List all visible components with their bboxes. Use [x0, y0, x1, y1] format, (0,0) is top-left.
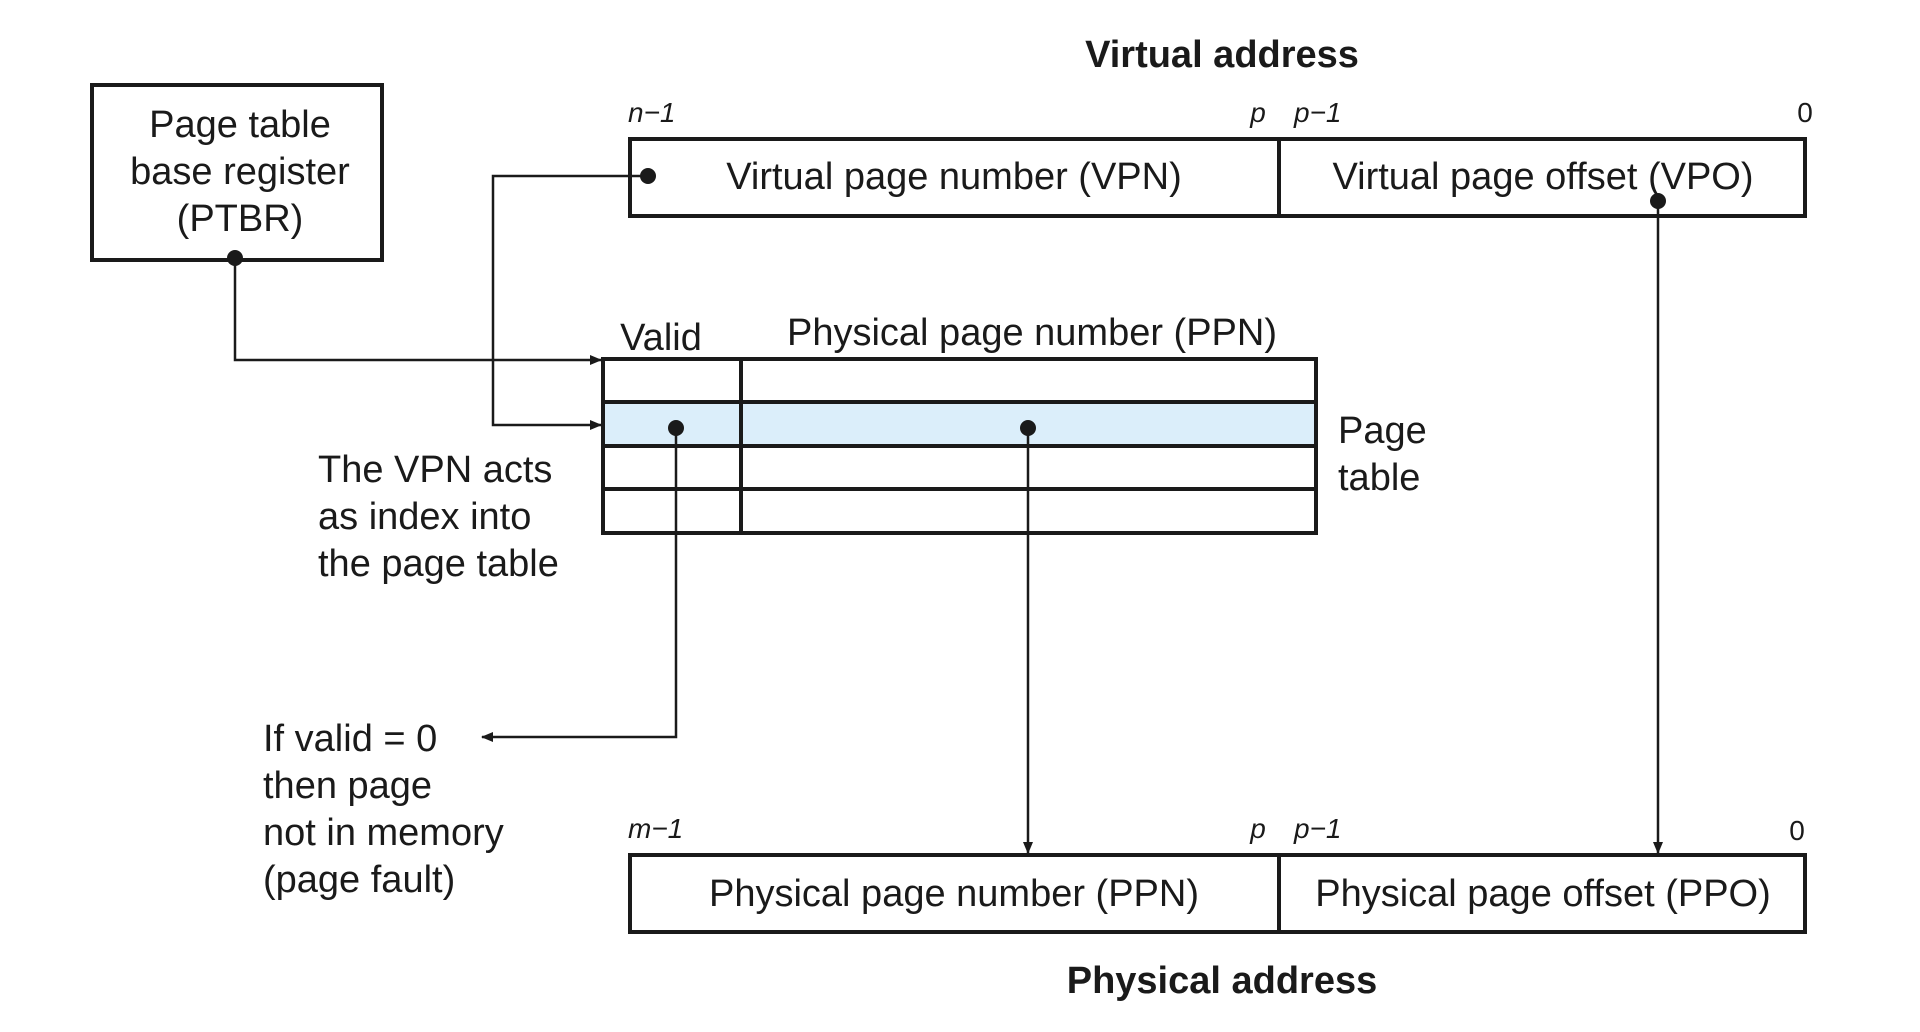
vpn-dot	[640, 168, 656, 184]
vpn-index-note-line-2: as index into	[318, 496, 531, 538]
ppn-dot	[1020, 420, 1036, 436]
page-table-highlight-row	[603, 402, 1316, 446]
page-table-side-label-line-2: table	[1338, 457, 1420, 499]
page-table-valid-header: Valid	[620, 317, 702, 359]
pa-bit-p-label: p	[1249, 813, 1266, 844]
va-bit-zero-label: 0	[1797, 97, 1813, 128]
vpo-dot	[1650, 193, 1666, 209]
connector-lines	[233, 174, 1663, 854]
virtual-address-box	[628, 137, 1807, 218]
vpo-field-label: Virtual page offset (VPO)	[1332, 156, 1753, 198]
page-fault-note-line-1: If valid = 0	[263, 718, 437, 760]
va-bit-p-label: p	[1249, 97, 1266, 128]
pa-bit-zero-label: 0	[1789, 815, 1805, 846]
ptbr-to-table-arrow	[233, 258, 602, 365]
ptbr-label-line-1: Page table	[149, 104, 331, 146]
physical-address-box	[628, 853, 1807, 934]
ppo-field-label: Physical page offset (PPO)	[1315, 873, 1771, 915]
valid-to-fault-arrow	[481, 428, 678, 742]
virtual-address-title: Virtual address	[1085, 34, 1359, 76]
vpn-field-label: Virtual page number (VPN)	[726, 156, 1182, 198]
page-table-side-label-line-1: Page	[1338, 410, 1427, 452]
page-fault-note-line-3: not in memory	[263, 812, 504, 854]
page-fault-note-line-4: (page fault)	[263, 859, 455, 901]
page-table	[601, 357, 1318, 535]
physical-address-title: Physical address	[1067, 960, 1378, 1002]
valid-dot	[668, 420, 684, 436]
pa-bit-p-minus-1-label: p−1	[1293, 813, 1342, 844]
connector-dots	[227, 168, 1666, 436]
page-fault-note-line-2: then page	[263, 765, 432, 807]
ptbr-dot	[227, 250, 243, 266]
ptbr-label-line-3: (PTBR)	[177, 198, 304, 240]
va-bit-p-minus-1-label: p−1	[1293, 97, 1342, 128]
vpn-to-row-arrow	[491, 174, 648, 430]
ptbr-label-line-2: base register	[130, 151, 350, 193]
page-table-ppn-header: Physical page number (PPN)	[787, 312, 1277, 354]
pa-bit-high-label: m−1	[628, 813, 683, 844]
vpn-index-note-line-1: The VPN acts	[318, 449, 552, 491]
vpn-index-note-line-3: the page table	[318, 543, 559, 585]
va-bit-high-label: n−1	[628, 97, 676, 128]
ppn-field-label: Physical page number (PPN)	[709, 873, 1199, 915]
